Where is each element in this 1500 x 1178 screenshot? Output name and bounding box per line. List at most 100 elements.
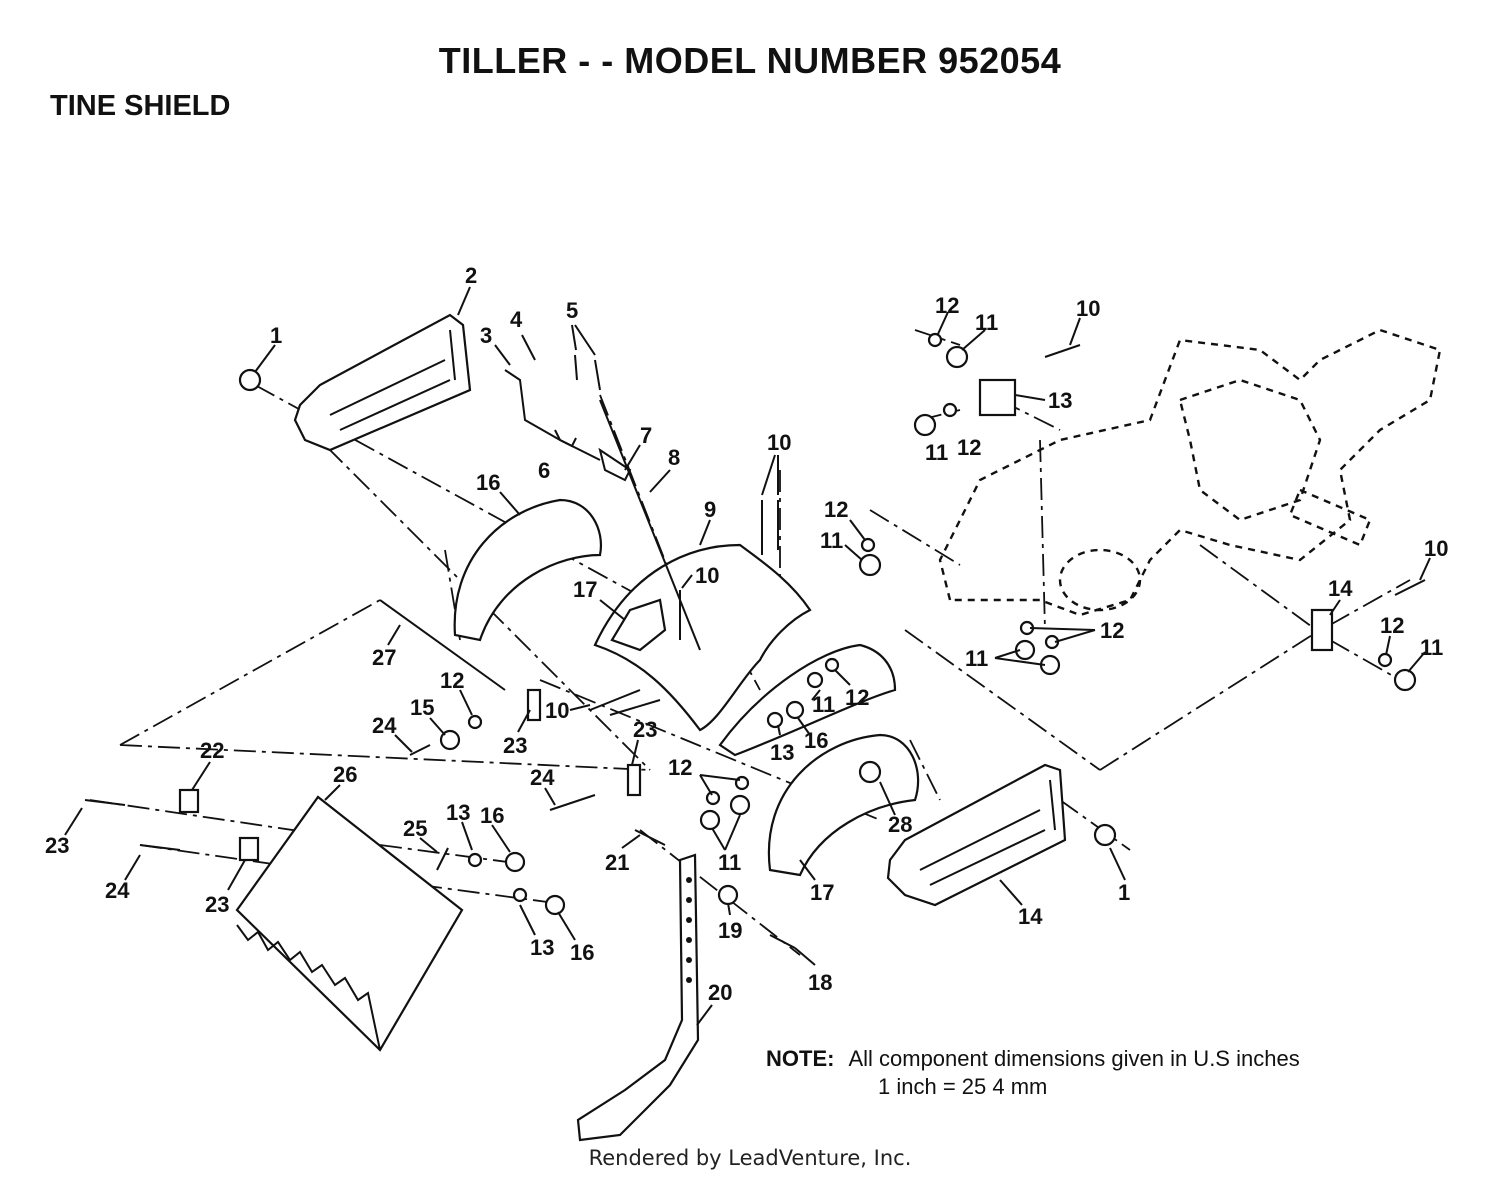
- svg-text:24: 24: [105, 878, 130, 903]
- svg-text:12: 12: [668, 755, 692, 780]
- callout-22: 21: [605, 834, 641, 875]
- svg-text:13: 13: [1048, 388, 1072, 413]
- callouts: 1 2 3 4 5 6 7 8 9 10 10 10 10 10 11 11 1…: [45, 263, 1448, 1026]
- callout-27: 26: [324, 762, 357, 801]
- callout-23d: 23: [631, 717, 657, 766]
- callout-12a: 12: [935, 293, 959, 335]
- hood-bracket: [610, 598, 667, 652]
- bracket-upper: [978, 378, 1017, 417]
- note-conversion: 1 inch = 25 4 mm: [878, 1074, 1048, 1099]
- callout-14a: 13: [1014, 388, 1072, 413]
- callout-19: 18: [794, 947, 832, 995]
- page-title: TILLER - - MODEL NUMBER 952054: [438, 40, 1062, 81]
- callout-12g: 12: [668, 755, 741, 796]
- svg-text:16: 16: [480, 803, 504, 828]
- svg-text:12: 12: [824, 497, 848, 522]
- svg-text:17: 17: [573, 577, 597, 602]
- tiller-frame-outline: [938, 328, 1442, 617]
- callout-24a: 23: [45, 807, 83, 858]
- callout-13c: 13: [446, 800, 473, 851]
- callout-11g: 11: [711, 814, 741, 875]
- callout-11a: 11: [961, 310, 998, 351]
- svg-text:8: 8: [668, 445, 680, 470]
- svg-text:11: 11: [925, 440, 948, 465]
- callout-6: 6: [538, 458, 550, 483]
- side-plate-left: [293, 313, 472, 452]
- svg-text:24: 24: [530, 765, 555, 790]
- callout-21: 20: [696, 980, 732, 1026]
- svg-text:13: 13: [446, 800, 470, 825]
- callout-12f: 12: [834, 669, 869, 710]
- svg-text:10: 10: [767, 430, 791, 455]
- svg-text:24: 24: [372, 713, 397, 738]
- depth-bar: [576, 853, 700, 1142]
- callout-10e: 10: [545, 698, 591, 723]
- callout-13d: 13: [519, 904, 554, 960]
- svg-text:10: 10: [1424, 536, 1448, 561]
- callout-4: 4: [510, 307, 536, 361]
- svg-text:25: 25: [403, 816, 427, 841]
- flap-left: [453, 498, 603, 642]
- callout-12d: 12: [1029, 618, 1124, 643]
- svg-text:1: 1: [270, 323, 282, 348]
- callout-7: 7: [624, 423, 652, 471]
- section-title: TINE SHIELD: [50, 90, 231, 122]
- svg-text:12: 12: [1100, 618, 1124, 643]
- callout-10c: 10: [1069, 296, 1100, 346]
- bracket-lower: [1310, 608, 1334, 652]
- svg-text:15: 15: [410, 695, 434, 720]
- svg-text:17: 17: [810, 880, 834, 905]
- svg-text:11: 11: [965, 646, 988, 671]
- svg-text:1: 1: [1118, 880, 1130, 905]
- callout-16d: 16: [557, 911, 594, 965]
- callout-9: 9: [699, 497, 716, 546]
- svg-text:16: 16: [804, 728, 828, 753]
- svg-text:13: 13: [770, 740, 794, 765]
- callout-1c: 1: [1109, 847, 1130, 905]
- callout-24b: 24: [105, 854, 141, 903]
- callout-23c: 23: [503, 709, 531, 758]
- svg-text:14: 14: [1328, 576, 1353, 601]
- callout-25: 24: [372, 713, 413, 753]
- svg-text:9: 9: [704, 497, 716, 522]
- note-text: All component dimensions given in U.S in…: [848, 1046, 1300, 1071]
- callout-24c: 24: [530, 765, 556, 806]
- svg-text:23: 23: [205, 892, 229, 917]
- callout-28: 27: [372, 624, 401, 670]
- svg-text:11: 11: [812, 692, 835, 717]
- svg-text:20: 20: [708, 980, 732, 1005]
- svg-text:3: 3: [480, 323, 492, 348]
- callout-10a: 10: [761, 430, 791, 496]
- callout-12e: 12: [1380, 613, 1404, 656]
- svg-text:16: 16: [570, 940, 594, 965]
- callout-12c: 12: [824, 497, 866, 541]
- callout-14b: 14: [1328, 576, 1353, 616]
- note-label: NOTE:: [766, 1046, 835, 1071]
- callout-11c: 11: [820, 528, 863, 561]
- svg-text:11: 11: [820, 528, 843, 553]
- drag-bar: [235, 795, 464, 1052]
- svg-text:11: 11: [975, 310, 998, 335]
- svg-text:12: 12: [1380, 613, 1404, 638]
- callout-11f: 11: [811, 689, 835, 717]
- svg-text:10: 10: [545, 698, 569, 723]
- render-credit: Rendered by LeadVenture, Inc.: [588, 1146, 912, 1170]
- svg-text:12: 12: [957, 435, 981, 460]
- callout-11e: 11: [1407, 635, 1443, 673]
- svg-text:11: 11: [1420, 635, 1443, 660]
- svg-text:23: 23: [633, 717, 657, 742]
- tine-shield-hood: [593, 543, 897, 757]
- svg-text:21: 21: [605, 850, 629, 875]
- svg-text:5: 5: [566, 298, 578, 323]
- callout-13a: 12: [440, 668, 473, 716]
- callout-11d: 11: [965, 646, 1046, 671]
- callout-5: 5: [566, 298, 596, 356]
- svg-text:12: 12: [440, 668, 464, 693]
- callout-13b: 13: [770, 724, 794, 765]
- svg-text:26: 26: [333, 762, 357, 787]
- callout-11b: 11: [925, 440, 948, 465]
- svg-text:14: 14: [1018, 904, 1043, 929]
- svg-text:23: 23: [503, 733, 527, 758]
- callout-17a: 16: [476, 470, 521, 516]
